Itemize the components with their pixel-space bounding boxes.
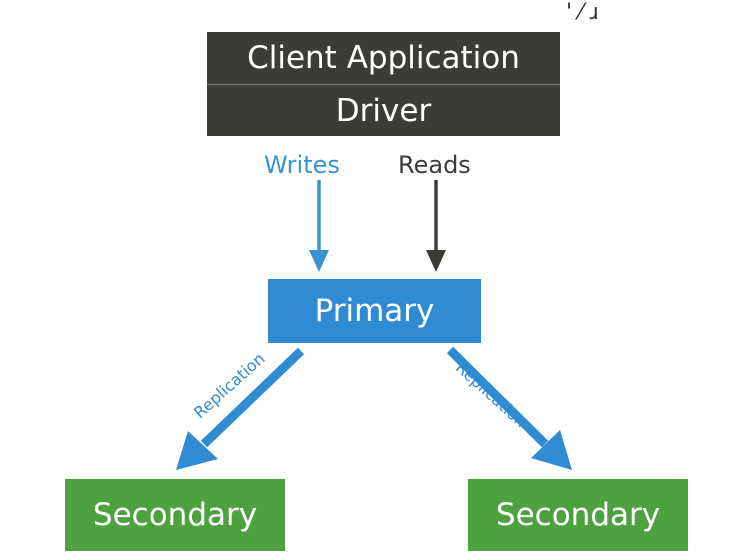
- writes-label: Writes: [264, 151, 340, 179]
- primary-node: Primary: [268, 279, 481, 343]
- corner-glyph: ' ⁄ ɹ: [566, 0, 599, 25]
- reads-arrow: [426, 180, 446, 272]
- replication-arrow-right: [446, 346, 572, 470]
- client-application-box: Client Application Driver: [207, 32, 560, 136]
- client-application-label: Client Application: [247, 40, 520, 76]
- secondary-node-left: Secondary: [65, 479, 285, 551]
- client-driver-divider: [207, 84, 560, 85]
- driver-label: Driver: [335, 92, 432, 129]
- writes-arrow: [309, 180, 329, 272]
- secondary-node-right: Secondary: [468, 479, 688, 551]
- replication-arrow-left: [176, 347, 305, 470]
- reads-label: Reads: [398, 151, 471, 179]
